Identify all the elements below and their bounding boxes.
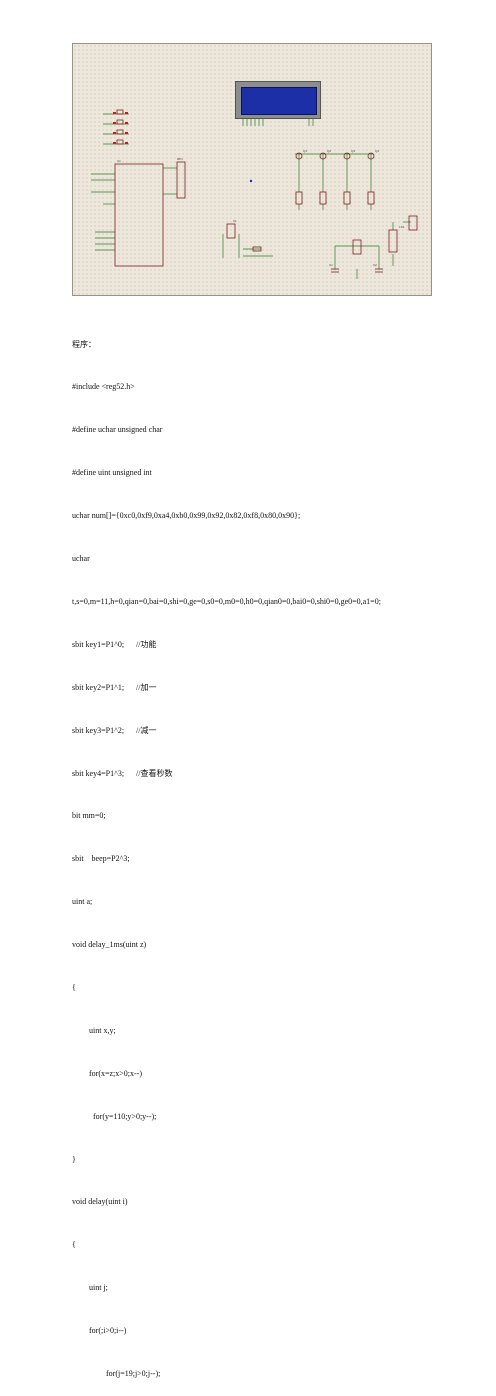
code-line: for(x=z;x>0;x--) (89, 1068, 143, 1078)
code-line: #define uint unsigned int (72, 468, 152, 478)
code-line: sbit key1=P1^0; //功能 (72, 639, 157, 649)
lcd-display (235, 81, 321, 119)
svg-text:C2: C2 (373, 263, 377, 267)
code-line: bit mm=0; (72, 811, 106, 821)
code-line: for(;i>0;i--) (89, 1326, 127, 1336)
code-line: uchar num[]={0xc0,0xf9,0xa4,0xb0,0x99,0x… (72, 511, 301, 521)
svg-text:U1: U1 (117, 159, 121, 163)
code-line: } (72, 1154, 76, 1164)
code-line: sbit key4=P1^3; //查看秒数 (72, 768, 173, 778)
code-line: for(j=19;j>0;j--); (106, 1368, 161, 1378)
svg-text:Q3: Q3 (351, 149, 355, 153)
code-line: sbit key2=P1^1; //加一 (72, 682, 157, 692)
code-line: void delay(uint i) (72, 1197, 128, 1207)
code-line: uint j; (89, 1283, 108, 1293)
svg-text:LS1: LS1 (399, 225, 405, 229)
svg-text:C1: C1 (329, 263, 333, 267)
svg-text:Q1: Q1 (303, 149, 307, 153)
circuit-schematic-image: U1 RP1 Q1 Q2 Q3 Q4 X1 C1 C2 LS1 (72, 43, 432, 296)
code-line: #include <reg52.h> (72, 382, 135, 392)
code-line: uint x,y; (89, 1025, 116, 1035)
code-line: t,s=0,m=11,h=0,qian=0,bai=0,shi=0,ge=0,s… (72, 596, 381, 606)
code-line: sbit beep=P2^3; (72, 854, 130, 864)
svg-text:Q2: Q2 (327, 149, 331, 153)
svg-text:Q4: Q4 (375, 149, 379, 153)
code-line: uint a; (72, 897, 93, 907)
svg-text:X1: X1 (233, 219, 237, 223)
code-heading: 程序： (72, 339, 96, 349)
lcd-screen (241, 87, 317, 115)
code-line: uchar (72, 554, 90, 564)
program-code: 程序： #include <reg52.h> #define uchar uns… (72, 309, 452, 1396)
schematic-drawing: U1 RP1 Q1 Q2 Q3 Q4 X1 C1 C2 LS1 (91, 109, 418, 279)
code-line: #define uchar unsigned char (72, 425, 163, 435)
code-line: { (72, 982, 76, 992)
code-line: sbit key3=P1^2; //减一 (72, 725, 157, 735)
svg-text:RP1: RP1 (177, 157, 183, 161)
code-line: for(y=110;y>0;y--); (93, 1111, 157, 1121)
code-line: void delay_1ms(uint z) (72, 940, 147, 950)
code-line: { (72, 1240, 76, 1250)
